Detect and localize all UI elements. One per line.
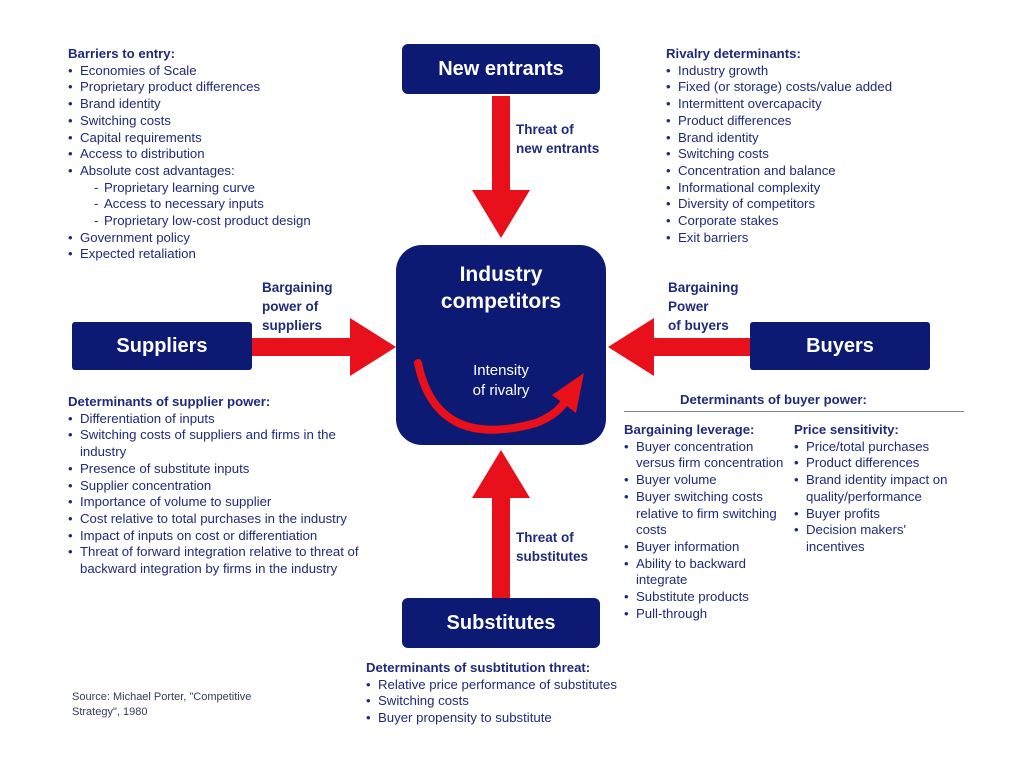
bargaining-leverage-list: Buyer concentration versus firm concentr…	[624, 439, 792, 623]
threat-substitutes-arrow	[472, 450, 530, 598]
list-item: Decision makers' incentives	[794, 522, 966, 555]
list-item: Buyer information	[624, 539, 792, 556]
suppliers-box: Suppliers	[72, 322, 252, 370]
list-item: Ability to backward integrate	[624, 556, 792, 589]
list-item: Government policy	[68, 230, 388, 247]
list-item: Access to distribution	[68, 146, 388, 163]
rivalry-list: Industry growthFixed (or storage) costs/…	[666, 63, 966, 247]
list-item: Buyer concentration versus firm concentr…	[624, 439, 792, 472]
list-item: Switching costs	[666, 146, 966, 163]
list-item: Access to necessary inputs	[68, 196, 388, 213]
list-item: Economies of Scale	[68, 63, 388, 80]
list-item: Fixed (or storage) costs/value added	[666, 79, 966, 96]
list-item: Presence of substitute inputs	[68, 461, 368, 478]
list-item: Switching costs of suppliers and firms i…	[68, 427, 368, 460]
new-entrants-label: New entrants	[438, 57, 564, 80]
list-item: Buyer volume	[624, 472, 792, 489]
list-item: Intermittent overcapacity	[666, 96, 966, 113]
list-item: Threat of forward integration relative t…	[68, 544, 368, 577]
new-entrants-box: New entrants	[402, 44, 600, 94]
list-item: Buyer switching costs relative to firm s…	[624, 489, 792, 539]
rivalry-curve-icon	[414, 359, 584, 434]
suppliers-label: Suppliers	[116, 334, 208, 357]
list-item: Proprietary product differences	[68, 79, 388, 96]
list-item: Industry growth	[666, 63, 966, 80]
price-sensitivity-list: Price/total purchasesProduct differences…	[794, 439, 966, 556]
list-item: Absolute cost advantages:	[68, 163, 388, 180]
list-item: Price/total purchases	[794, 439, 966, 456]
list-item: Importance of volume to supplier	[68, 494, 368, 511]
list-item: Substitute products	[624, 589, 792, 606]
list-item: Brand identity	[68, 96, 388, 113]
list-item: Corporate stakes	[666, 213, 966, 230]
threat-new-entrants-label: Threat of new entrants	[516, 122, 600, 156]
supplier-power-label: Bargaining power of suppliers	[262, 280, 333, 333]
list-item: Supplier concentration	[68, 478, 368, 495]
buyers-box: Buyers	[750, 322, 930, 370]
list-item: Proprietary learning curve	[68, 180, 388, 197]
industry-competitors-box: Industry competitors Intensity of rivalr…	[396, 245, 606, 445]
buyers-label: Buyers	[806, 334, 874, 357]
source-citation: Source: Michael Porter, "Competitive Str…	[72, 691, 252, 718]
list-item: Brand identity impact on quality/perform…	[794, 472, 966, 505]
buyer-power-label: Bargaining Power of buyers	[668, 280, 739, 333]
substitution-title: Determinants of susbtitution threat:	[366, 660, 591, 675]
list-item: Brand identity	[666, 130, 966, 147]
list-item: Concentration and balance	[666, 163, 966, 180]
bargaining-leverage-title: Bargaining leverage:	[624, 422, 755, 437]
rivalry-determinants-block: Rivalry determinants: Industry growthFix…	[666, 46, 966, 246]
substitution-threat-block: Determinants of susbtitution threat: Rel…	[366, 660, 686, 727]
list-item: Proprietary low-cost product design	[68, 213, 388, 230]
threat-substitutes-label: Threat of substitutes	[516, 530, 589, 564]
list-item: Buyer profits	[794, 506, 966, 523]
price-sensitivity-block: Price sensitivity: Price/total purchases…	[794, 422, 966, 556]
supplier-power-title: Determinants of supplier power:	[68, 394, 271, 409]
list-item: Buyer propensity to substitute	[366, 710, 686, 727]
rivalry-title: Rivalry determinants:	[666, 46, 801, 61]
buyer-power-title: Determinants of buyer power:	[680, 392, 867, 407]
barriers-to-entry-block: Barriers to entry: Economies of ScalePro…	[68, 46, 388, 263]
buyer-power-arrow	[608, 318, 750, 376]
industry-competitors-title: Industry competitors	[440, 263, 562, 313]
list-item: Differentiation of inputs	[68, 411, 368, 428]
threat-new-entrants-arrow	[472, 96, 530, 238]
intensity-of-rivalry-label: Intensity of rivalry	[472, 362, 530, 399]
barriers-list: Economies of ScaleProprietary product di…	[68, 63, 388, 263]
list-item: Switching costs	[68, 113, 388, 130]
supplier-power-arrow	[252, 318, 396, 376]
buyer-power-title-block: Determinants of buyer power:	[680, 392, 940, 409]
list-item: Impact of inputs on cost or differentiat…	[68, 528, 368, 545]
list-item: Expected retaliation	[68, 246, 388, 263]
substitutes-box: Substitutes	[402, 598, 600, 648]
list-item: Relative price performance of substitute…	[366, 677, 686, 694]
bargaining-leverage-block: Bargaining leverage: Buyer concentration…	[624, 422, 792, 622]
supplier-power-list: Differentiation of inputsSwitching costs…	[68, 411, 368, 578]
list-item: Product differences	[794, 455, 966, 472]
buyer-power-divider	[624, 411, 964, 412]
list-item: Diversity of competitors	[666, 196, 966, 213]
price-sensitivity-title: Price sensitivity:	[794, 422, 899, 437]
substitution-list: Relative price performance of substitute…	[366, 677, 686, 727]
substitutes-label: Substitutes	[446, 611, 556, 634]
list-item: Exit barriers	[666, 230, 966, 247]
list-item: Product differences	[666, 113, 966, 130]
list-item: Informational complexity	[666, 180, 966, 197]
list-item: Switching costs	[366, 693, 686, 710]
list-item: Cost relative to total purchases in the …	[68, 511, 368, 528]
barriers-title: Barriers to entry:	[68, 46, 176, 61]
list-item: Capital requirements	[68, 130, 388, 147]
list-item: Pull-through	[624, 606, 792, 623]
supplier-power-block: Determinants of supplier power: Differen…	[68, 394, 368, 578]
